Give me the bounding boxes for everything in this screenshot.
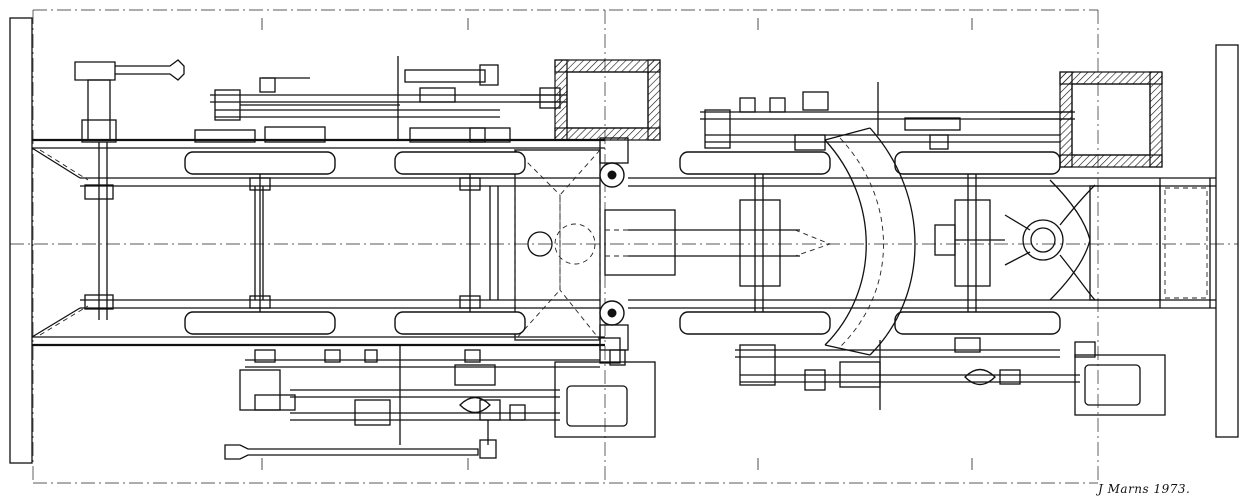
rear-column-assembly [74, 59, 185, 320]
rear-wheelsets [184, 151, 526, 335]
front-lower-cylinder [1074, 341, 1166, 416]
rear-upper-valve-gear [194, 56, 560, 143]
front-steam-chest [934, 179, 1096, 301]
front-buffer-beam [1215, 44, 1239, 438]
rear-buffer-beam [9, 17, 33, 464]
central-pivot-coupling [599, 137, 676, 351]
rear-upper-cylinder [520, 59, 661, 141]
outer-frame [10, 9, 1238, 484]
reference-ticks [261, 18, 973, 470]
front-lower-valve-gear [735, 337, 1080, 410]
front-wheelsets [679, 151, 1061, 335]
front-upper-cylinder [1000, 71, 1163, 168]
front-engine-frame [628, 177, 1216, 309]
artist-signature: J Marns 1973. [1098, 482, 1191, 496]
rear-lower-valve-gear [224, 345, 600, 460]
front-upper-valve-gear [700, 82, 1075, 151]
